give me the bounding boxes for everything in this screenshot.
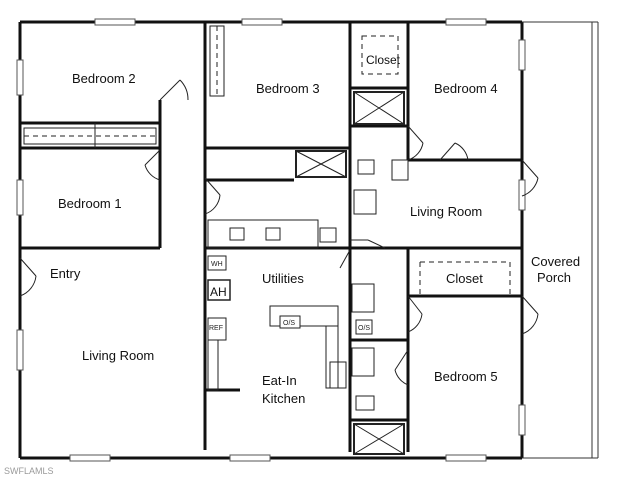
room-label-bedroom-2: Bedroom 2 — [72, 71, 136, 86]
fixture-tags — [207, 255, 373, 341]
room-label-utilities: Utilities — [262, 271, 304, 286]
room-label-eat-in: Eat-In — [262, 373, 297, 388]
water-heater-label: WH — [211, 261, 223, 268]
watermark: SWFLAMLS — [4, 466, 54, 476]
room-label-closet-top: Closet — [366, 53, 401, 67]
oven-stove-label-2: O/S — [358, 325, 370, 332]
room-label-bedroom-4: Bedroom 4 — [434, 81, 498, 96]
covered-porch-outline — [522, 21, 599, 459]
refrigerator-label: REF — [209, 325, 223, 332]
room-label-entry: Entry — [50, 266, 81, 281]
oven-stove-label-1: O/S — [283, 320, 295, 327]
room-label-closet-mid: Closet — [446, 271, 483, 286]
air-handler-label: AH — [210, 285, 227, 299]
room-label-bedroom-3: Bedroom 3 — [256, 81, 320, 96]
room-label-porch-line2: Porch — [537, 270, 571, 285]
interior-walls — [20, 22, 522, 452]
room-label-living-room-left: Living Room — [82, 348, 154, 363]
bath-fixtures — [207, 91, 409, 455]
kitchen-counters — [207, 305, 347, 391]
room-label-kitchen: Kitchen — [262, 391, 305, 406]
door-swings — [19, 79, 539, 386]
room-label-bedroom-5: Bedroom 5 — [434, 369, 498, 384]
room-label-porch-line1: Covered — [531, 254, 580, 269]
closet-shelves — [23, 25, 511, 296]
room-label-living-room-right: Living Room — [410, 204, 482, 219]
room-label-bedroom-1: Bedroom 1 — [58, 196, 122, 211]
